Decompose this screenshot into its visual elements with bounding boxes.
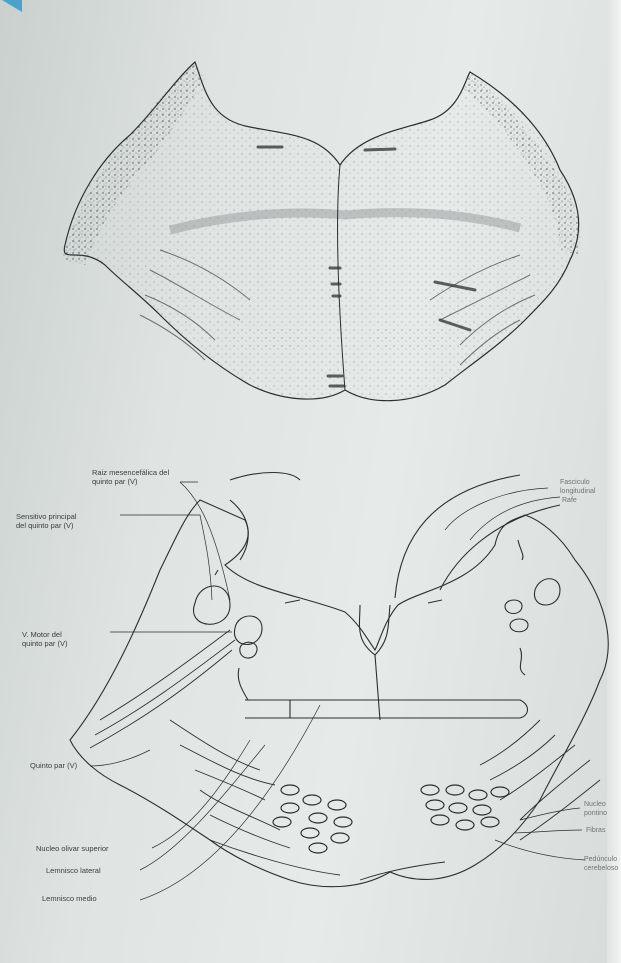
label-right-6: Pedúnculo cerebeloso — [584, 855, 618, 873]
label-raiz-mesencefalica: Raiz mesencefálica del quinto par (V) — [92, 468, 169, 486]
label-fasciculo-longitudinal: Fasciculo longitudinal — [560, 478, 595, 496]
label-quinto-par: Quinto par (V) — [30, 761, 77, 770]
schematic-outline — [70, 500, 608, 887]
label-right-4: Nucleo pontino — [584, 800, 607, 818]
label-lemnisco-medio: Lemnisco medio — [42, 894, 97, 903]
label-sensitivo-principal: Sensitivo principal del quinto par (V) — [16, 512, 76, 530]
label-right-5: Fibras — [586, 826, 605, 835]
label-rafe: Rafe — [562, 496, 577, 505]
label-nucleo-olivar: Nucleo olivar superior — [36, 844, 109, 853]
label-motor-quinto-par: V. Motor del quinto par (V) — [22, 630, 67, 648]
label-lemnisco-lateral: Lemnisco lateral — [46, 866, 101, 875]
